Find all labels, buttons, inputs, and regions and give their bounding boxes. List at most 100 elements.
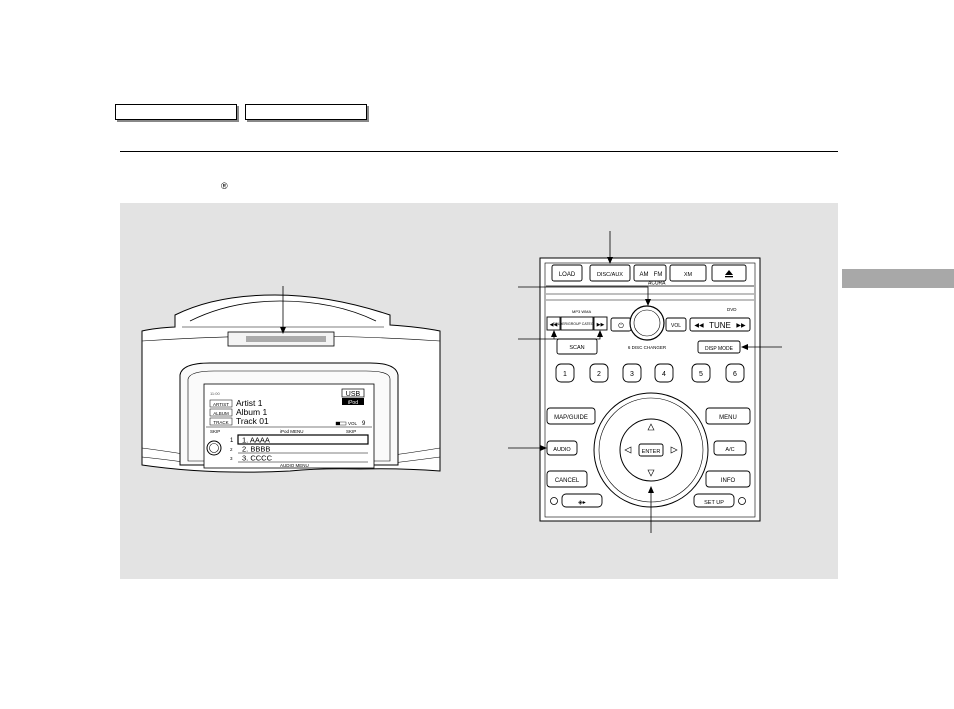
left-screw-icon (550, 497, 558, 505)
ac-button[interactable] (713, 440, 747, 456)
album-tag: ALBUM (213, 411, 229, 416)
talk-button[interactable] (561, 493, 603, 508)
registered-mark: ® (221, 181, 228, 191)
list-item-2[interactable]: 2. BBBB (242, 445, 270, 454)
source-badge: USB (346, 391, 361, 398)
header-tab-2[interactable] (245, 104, 367, 120)
vol-label: VOL (348, 421, 358, 426)
scan-label: SCAN (569, 345, 584, 351)
vol-button[interactable] (665, 317, 687, 332)
disp-mode-label: DISP MODE (705, 346, 734, 352)
dashboard-illustration (141, 294, 441, 473)
volume-knob[interactable] (629, 305, 665, 341)
setup-label: SET UP (704, 500, 724, 506)
skip-next-callout-arrow (597, 330, 603, 337)
list-item-3[interactable]: 3. CCCC (242, 454, 273, 463)
selector-callout-arrow (648, 486, 654, 493)
list-index-1: 1 (230, 438, 234, 444)
load-button[interactable] (551, 264, 583, 282)
preset-1-button[interactable] (555, 363, 575, 383)
track-tag: TRACK (213, 420, 228, 425)
enter-button[interactable] (638, 443, 664, 457)
list-index-2: 2 (230, 447, 233, 452)
mid-controls: MP3 WMA ◀◀ FOLDER/GROUP CATEGORY ▶▶ ⏻ VO… (546, 305, 751, 355)
preset-4-label: 4 (662, 371, 666, 378)
menu-label: MENU (719, 415, 737, 421)
cancel-button[interactable] (546, 470, 588, 488)
header-tab-1[interactable] (115, 104, 237, 120)
right-screw-icon (738, 497, 746, 505)
display-clock-text: 11:00 (210, 391, 220, 396)
map-guide-label: MAP/GUIDE (554, 415, 588, 421)
preset-4-button[interactable] (654, 363, 674, 383)
source-sub-badge: iPod (348, 400, 358, 406)
preset-1-label: 1 (563, 371, 567, 378)
ac-label: A/C (725, 447, 734, 453)
folder-group-label: FOLDER/GROUP CATEGORY (553, 322, 602, 326)
volume-knob-inner (633, 309, 661, 337)
mp3-wma-label: MP3 WMA (572, 309, 591, 314)
preset-2-button[interactable] (589, 363, 609, 383)
dial-right-icon (670, 446, 678, 454)
header-rule (120, 151, 838, 152)
vol-label-panel: VOL (671, 323, 681, 329)
preset-6-label: 6 (733, 371, 737, 378)
cancel-label: CANCEL (555, 478, 580, 484)
audio-callout-arrow (540, 445, 547, 451)
power-icon: ⏻ (618, 322, 624, 330)
tune-seek-up-icon: ▶▶ (736, 323, 746, 329)
preset-3-button[interactable] (622, 363, 642, 383)
am-label: AM (640, 272, 649, 278)
fm-label: FM (654, 272, 663, 278)
disc-changer-label: 6 DISC CHANGER (628, 345, 667, 350)
xm-label: XM (684, 272, 693, 278)
eject-bar-icon (725, 276, 733, 278)
folder-next-button[interactable] (593, 316, 608, 331)
list-item-1[interactable]: 1. AAAA (242, 436, 270, 445)
preset-5-label: 5 (699, 371, 703, 378)
skip-right: SKIP (346, 429, 356, 434)
xm-button[interactable] (669, 264, 707, 282)
info-label: INFO (721, 478, 736, 484)
folder-next-icon: ▶▶ (597, 322, 605, 328)
album-value: Album 1 (236, 407, 267, 417)
figure-drawing: 11:00 USB iPod ARTIST Artist 1 ALBUM Alb… (141, 231, 782, 533)
menu-button[interactable] (705, 407, 751, 425)
enter-label: ENTER (642, 449, 661, 455)
dvd-logo: DVD (727, 307, 737, 312)
am-fm-button[interactable] (633, 264, 667, 282)
list-index-3: 3 (230, 456, 233, 461)
section-side-tab[interactable] (842, 269, 954, 288)
preset-6-button[interactable] (725, 363, 745, 383)
preset-3-label: 3 (630, 371, 634, 378)
disp-mode-callout-arrow (741, 344, 748, 350)
navigation-controls: MAP/GUIDE MENU AUDIO A/C CANCEL INFO ENT… (546, 392, 751, 508)
audio-menu-label: AUDIO MENU (280, 463, 309, 468)
tune-label: TUNE (709, 321, 731, 330)
tune-button[interactable] (689, 317, 751, 332)
load-button-label: LOAD (559, 272, 576, 278)
display-callout-arrow (280, 327, 286, 334)
ipod-menu-label: iPod MENU (280, 429, 304, 434)
map-guide-button[interactable] (546, 407, 596, 425)
talk-icon: ◈▸ (578, 500, 586, 506)
nav-display-screen: 11:00 USB iPod ARTIST Artist 1 ALBUM Alb… (206, 388, 372, 468)
disc-aux-button[interactable] (589, 264, 631, 282)
disp-mode-button[interactable] (697, 340, 741, 354)
info-button[interactable] (705, 470, 751, 488)
tune-seek-down-icon: ◀◀ (694, 323, 704, 329)
dial-down-icon (647, 469, 655, 477)
preset-buttons: 1 2 3 4 5 6 (555, 363, 745, 383)
disc-aux-label: DISC/AUX (597, 272, 623, 278)
top-button-row: LOAD DISC/AUX AM FM XM (551, 264, 747, 282)
eject-icon (725, 270, 733, 275)
brand-logo: ACURA (648, 281, 666, 287)
audio-system-figure: 11:00 USB iPod ARTIST Artist 1 ALBUM Alb… (120, 203, 838, 579)
skip-prev-callout-arrow (551, 330, 557, 337)
artist-tag: ARTIST (213, 402, 229, 407)
folder-prev-button[interactable] (546, 316, 561, 331)
setup-button[interactable] (693, 493, 735, 508)
vol-value: 9 (362, 421, 366, 427)
preset-5-button[interactable] (691, 363, 711, 383)
audio-label: AUDIO (553, 447, 571, 453)
